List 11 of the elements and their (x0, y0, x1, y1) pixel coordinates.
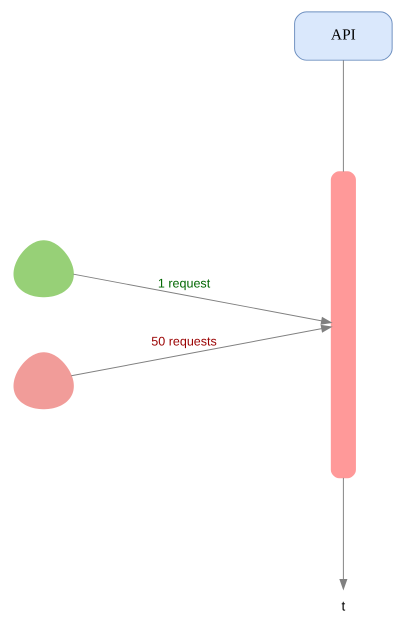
connector (342, 60, 344, 172)
arrow (338, 477, 347, 591)
node-person (13, 352, 74, 410)
node-bar (330, 171, 356, 478)
node-text: t (340, 598, 345, 614)
node-box: API (294, 11, 392, 61)
arrow (70, 324, 332, 376)
node-person (13, 240, 74, 298)
edge-label: 50 requests (150, 334, 216, 348)
arrow (72, 274, 332, 325)
edge-label: 1 request (157, 276, 210, 290)
